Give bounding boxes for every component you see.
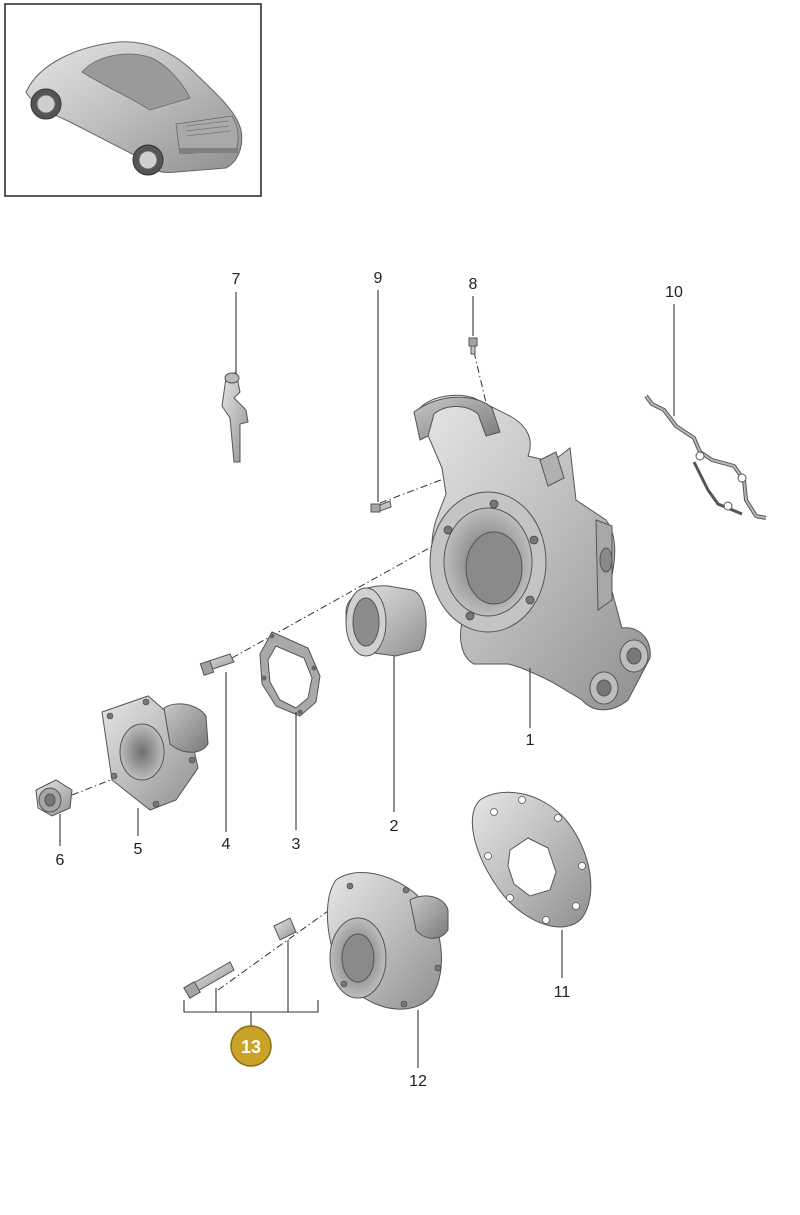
part-10-bracket[interactable] — [644, 394, 767, 520]
callout-2[interactable]: 2 — [390, 818, 399, 835]
part-5-drive-flange[interactable] — [101, 695, 209, 811]
part-13-bolt-set[interactable] — [183, 917, 297, 999]
part-6-collar-nut[interactable] — [35, 779, 73, 817]
part-1-wheel-carrier[interactable] — [413, 394, 651, 711]
callout-4[interactable]: 4 — [222, 836, 231, 853]
callout-5[interactable]: 5 — [134, 841, 143, 858]
callout-12[interactable]: 12 — [409, 1073, 427, 1090]
part-2-wheel-bearing[interactable] — [345, 585, 427, 657]
callout-leader-lines — [59, 290, 675, 1068]
callout-3[interactable]: 3 — [292, 836, 301, 853]
part-7-speed-sensor[interactable] — [221, 371, 249, 463]
callout-labels: 1 2 3 4 5 6 7 8 9 10 11 12 — [56, 270, 683, 1090]
callout-1[interactable]: 1 — [526, 732, 535, 749]
callout-6[interactable]: 6 — [56, 852, 65, 869]
callout-9[interactable]: 9 — [374, 270, 383, 287]
part-11-shield-ring[interactable] — [471, 791, 592, 928]
part-8-screw[interactable] — [468, 337, 478, 355]
assembly-badge-label: 13 — [241, 1037, 261, 1057]
assembly-badge-circle — [230, 1025, 272, 1067]
part-3-cover-plate[interactable] — [259, 631, 321, 717]
callout-11[interactable]: 11 — [554, 984, 571, 1001]
part-9-screw[interactable] — [370, 500, 392, 513]
assembly-badge-13[interactable]: 13 — [230, 1025, 272, 1067]
callout-7[interactable]: 7 — [232, 271, 241, 288]
vehicle-thumbnail-icon — [25, 41, 243, 176]
vehicle-thumbnail[interactable] — [4, 3, 262, 197]
callout-8[interactable]: 8 — [469, 276, 478, 293]
part-12-wheel-hub[interactable] — [326, 872, 449, 1010]
part-4-bolt[interactable] — [199, 653, 235, 676]
callout-10[interactable]: 10 — [665, 284, 683, 301]
